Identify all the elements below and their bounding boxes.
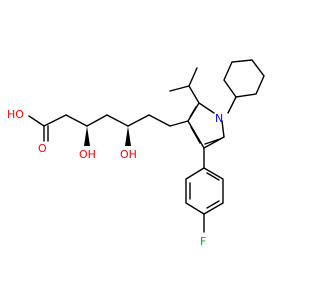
wedge-bond-c3-oh bbox=[84, 126, 90, 146]
phenyl-double-2 bbox=[206, 200, 220, 209]
bond-c6-c7 bbox=[148, 114, 171, 127]
phenyl-ring bbox=[185, 167, 224, 215]
bond-c5-c6 bbox=[127, 114, 150, 127]
bond-n-cyclohexyl bbox=[227, 96, 237, 114]
structure-canvas: HO O OH OH N F bbox=[7, 59, 265, 248]
atom-label-ho: HO bbox=[7, 108, 24, 121]
atom-label-n: N bbox=[215, 112, 223, 125]
bond-c3-c4 bbox=[86, 114, 108, 127]
bond-ring-c2-n bbox=[198, 102, 215, 114]
atom-label-carbonyl-o: O bbox=[38, 142, 47, 155]
atom-label-layer: HO O OH OH N F bbox=[7, 108, 223, 248]
bond-ring-c2-c3-inner bbox=[189, 106, 197, 118]
bond-ring-c5-c4-inner bbox=[204, 138, 221, 145]
bond-ring-c4-c3-inner bbox=[190, 126, 201, 144]
cyclohexyl-ring bbox=[223, 59, 265, 98]
bond-c7-pyrrole bbox=[169, 120, 189, 127]
bond-ring-n-c5 bbox=[221, 120, 225, 138]
bond-c1-c2 bbox=[43, 114, 67, 127]
atom-label-oh-3: OH bbox=[79, 148, 96, 161]
phenyl-double-1 bbox=[206, 172, 220, 181]
bond-c4-c5 bbox=[106, 114, 129, 127]
bond-ring-c5-c4 bbox=[203, 136, 225, 149]
bond-layer bbox=[28, 59, 265, 233]
atom-label-oh-5: OH bbox=[120, 148, 137, 161]
bond-isopropyl-me2 bbox=[188, 67, 198, 87]
bond-c-oh bbox=[28, 115, 45, 127]
molecule-structure-diagram: HO O OH OH N F bbox=[7, 59, 265, 248]
bond-c2-c3 bbox=[65, 114, 88, 127]
bond-isopropyl-me1 bbox=[169, 85, 190, 92]
bond-ring-isopropyl bbox=[188, 85, 200, 104]
atom-label-f: F bbox=[200, 235, 206, 248]
wedge-bond-c5-oh bbox=[125, 126, 131, 146]
